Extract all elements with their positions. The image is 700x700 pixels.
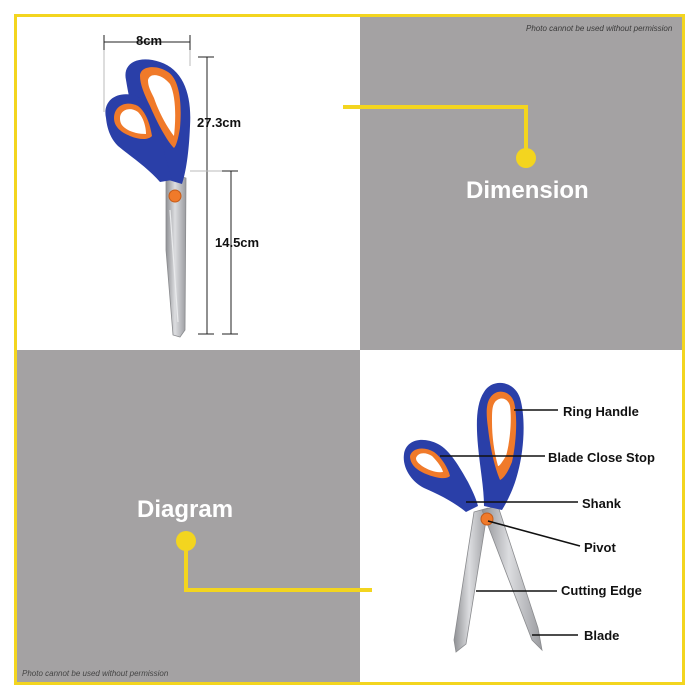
dimension-image-panel [17, 17, 360, 350]
width-label: 8cm [136, 33, 163, 48]
diagram-title: Diagram [137, 496, 234, 523]
pivot-leader [487, 520, 581, 547]
diagram-connector [176, 531, 372, 592]
scissors-closed-photo [105, 59, 191, 338]
watermark-bottom: Photo cannot be used without permission [22, 669, 169, 678]
blade-label: Blade [584, 628, 620, 643]
blade-length-label: 14.5cm [215, 235, 260, 250]
dimension-title: Dimension [466, 177, 589, 204]
blade-close-stop-label: Blade Close Stop [548, 450, 655, 465]
yellow-border-frame [14, 14, 685, 685]
dimension-connector [343, 105, 536, 168]
watermark-top: Photo cannot be used without permission [526, 24, 673, 33]
total-length-label: 27.3cm [197, 115, 242, 130]
pivot-label: Pivot [584, 540, 616, 555]
ring-handle-label: Ring Handle [563, 404, 639, 419]
scissors-open-photo [403, 382, 543, 653]
cutting-edge-label: Cutting Edge [561, 583, 642, 598]
shank-label: Shank [582, 496, 622, 511]
diagram-title-panel [17, 350, 360, 682]
part-leader-lines [440, 409, 581, 636]
dimension-lines [103, 35, 238, 335]
dimension-title-panel [360, 17, 682, 350]
